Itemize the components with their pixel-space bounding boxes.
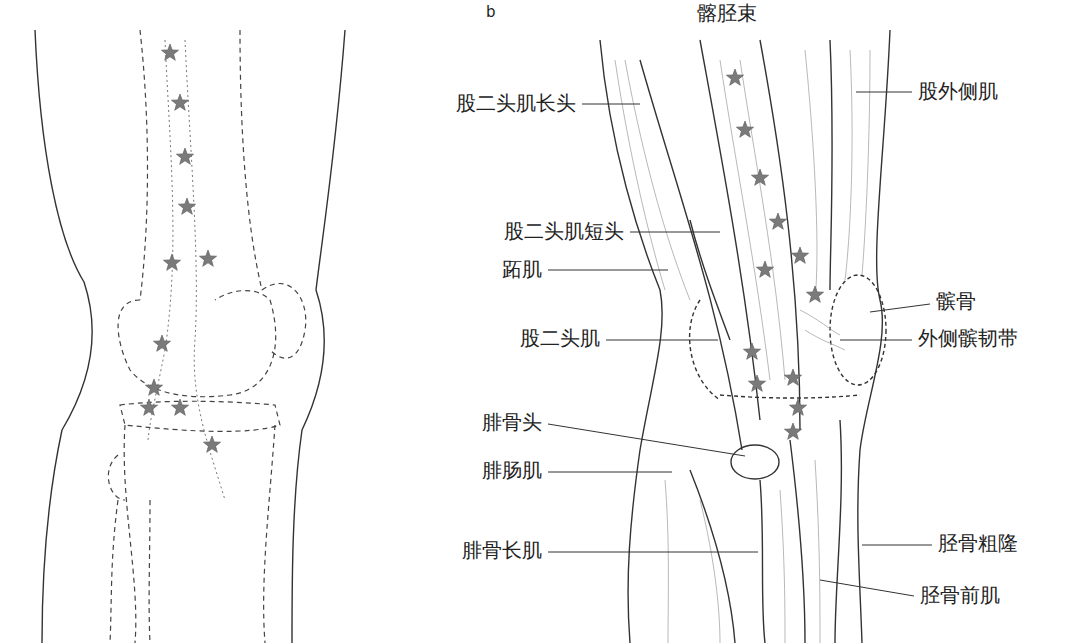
part-label: 髂胫束 [695, 2, 759, 25]
part-label: 股外侧肌 [916, 80, 1000, 103]
part-label: 胫骨粗隆 [936, 532, 1020, 555]
star-marker [203, 436, 220, 452]
star-marker [178, 198, 195, 214]
part-label: 股二头肌短头 [502, 220, 626, 243]
left-schematic [35, 30, 345, 643]
star-marker [789, 399, 806, 415]
part-label: b [484, 4, 498, 21]
star-marker [756, 261, 773, 277]
part-label: 腓肠肌 [480, 459, 544, 482]
leader-lines [548, 92, 932, 596]
part-label: 腓骨长肌 [460, 539, 544, 562]
star-marker [145, 379, 162, 395]
star-marker [140, 399, 157, 415]
star-marker [769, 213, 786, 229]
star-marker [784, 369, 801, 385]
star-marker [736, 121, 753, 137]
star-marker [791, 247, 808, 263]
star-marker [199, 250, 216, 266]
part-label: 外侧髌韧带 [916, 327, 1020, 350]
star-marker [743, 343, 760, 359]
star-marker [171, 94, 188, 110]
part-label: 跖肌 [500, 258, 544, 281]
right-anatomy [600, 30, 890, 643]
star-marker [806, 286, 823, 302]
star-marker [161, 44, 178, 60]
star-marker [726, 69, 743, 85]
star-marker [153, 335, 170, 351]
star-marker [163, 254, 180, 270]
star-markers [140, 44, 823, 452]
part-label: 腓骨头 [480, 411, 544, 434]
part-label: 髌骨 [934, 290, 978, 313]
part-label: 胫骨前肌 [918, 584, 1002, 607]
star-marker [784, 423, 801, 439]
part-label: 股二头肌 [518, 327, 602, 350]
star-marker [751, 169, 768, 185]
star-marker [748, 375, 765, 391]
part-label: 股二头肌长头 [454, 92, 578, 115]
star-marker [176, 148, 193, 164]
star-marker [171, 399, 188, 415]
